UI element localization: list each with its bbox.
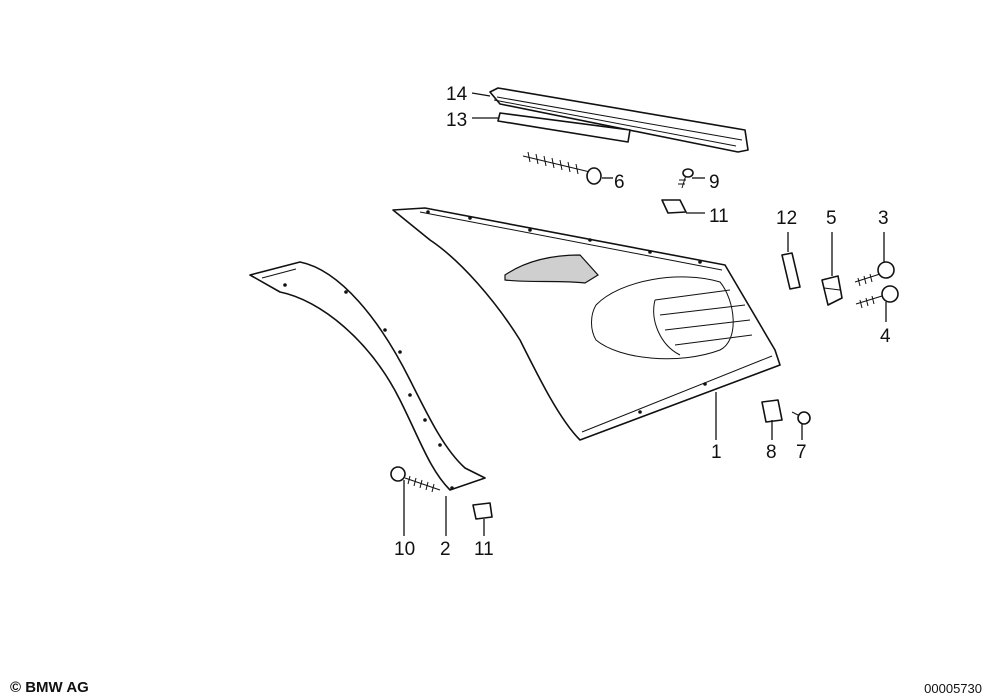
callout-4: 4 bbox=[880, 326, 891, 347]
callout-3: 3 bbox=[878, 208, 889, 229]
part-7-screw bbox=[791, 411, 811, 425]
part-5-bracket bbox=[821, 275, 843, 306]
part-4-bolt bbox=[855, 285, 899, 309]
callout-6: 6 bbox=[614, 172, 625, 193]
callout-13: 13 bbox=[446, 110, 467, 131]
callout-11-upper: 11 bbox=[709, 206, 729, 227]
copyright-notice: © BMW AG bbox=[10, 679, 89, 696]
callout-12: 12 bbox=[776, 208, 797, 229]
callout-2: 2 bbox=[440, 539, 451, 560]
callout-14: 14 bbox=[446, 84, 468, 105]
part-9-small-screw bbox=[678, 168, 694, 189]
callout-10: 10 bbox=[394, 539, 415, 560]
leader-lines bbox=[403, 92, 887, 536]
part-11-clip-nut-upper bbox=[661, 199, 687, 214]
callout-11-lower: 11 bbox=[474, 539, 494, 560]
part-13-seal-strip bbox=[497, 112, 631, 143]
callout-7: 7 bbox=[796, 442, 807, 463]
callout-1: 1 bbox=[711, 442, 722, 463]
part-11-clip-nut-lower bbox=[472, 502, 493, 520]
part-8-clip bbox=[761, 399, 783, 423]
diagram-number: 00005730 bbox=[924, 681, 982, 696]
callout-8: 8 bbox=[766, 442, 777, 463]
part-14-trim-strip bbox=[489, 87, 749, 153]
callout-5: 5 bbox=[826, 208, 837, 229]
part-12-rubber-pad bbox=[781, 252, 801, 290]
callout-9: 9 bbox=[709, 172, 720, 193]
part-10-screw bbox=[390, 466, 441, 493]
part-3-bolt bbox=[854, 261, 895, 287]
part-6-screw bbox=[522, 151, 602, 185]
part-1-side-panel bbox=[392, 207, 781, 441]
part-2-wheel-arch-trim bbox=[249, 261, 486, 491]
